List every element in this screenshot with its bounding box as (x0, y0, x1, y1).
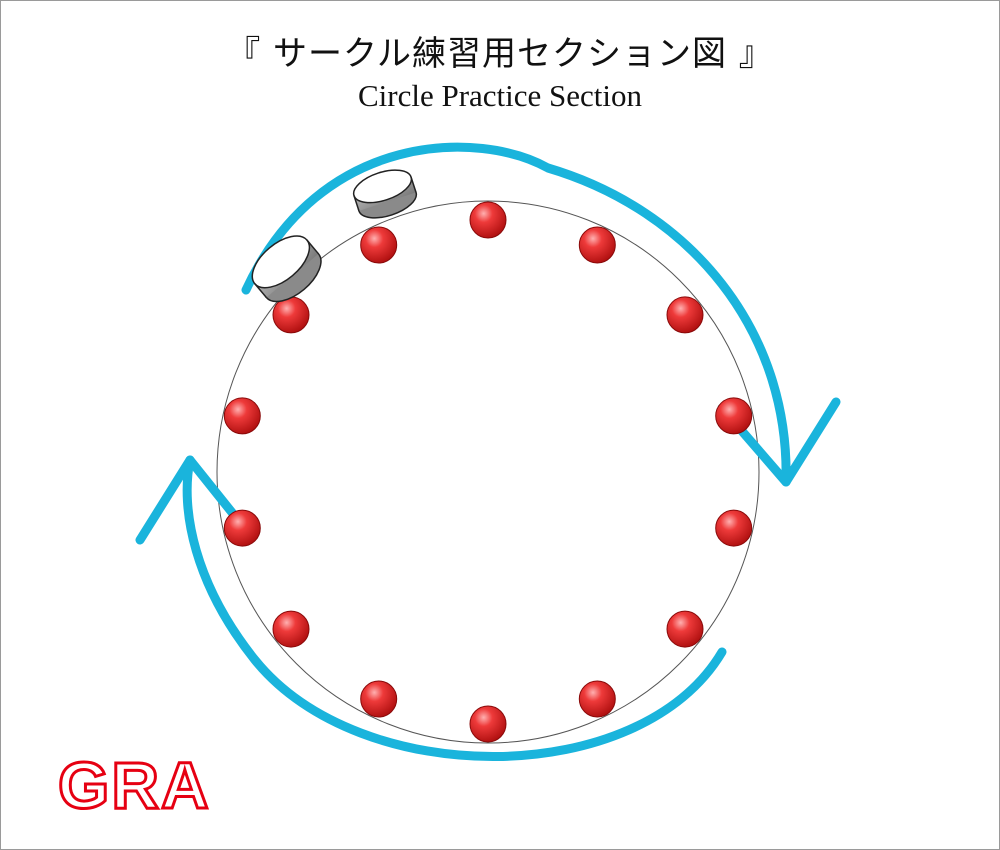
marker-ball (272, 296, 310, 334)
marker-ball (578, 226, 616, 264)
puck-lower (251, 235, 322, 303)
marker-ball (272, 610, 310, 648)
marker-ball (666, 610, 704, 648)
marker-ball (360, 680, 398, 718)
marker-ball (360, 226, 398, 264)
marker-ball (223, 509, 261, 547)
marker-ball (469, 201, 507, 239)
marker-ball (715, 509, 753, 547)
title-english: Circle Practice Section (357, 78, 643, 113)
marker-ball (223, 397, 261, 435)
gra-logo: GRA (57, 748, 211, 822)
marker-group (223, 201, 753, 743)
marker-ball (578, 680, 616, 718)
title-japanese: 『 サークル練習用セクション図 』 (226, 34, 774, 74)
arrow-bottom-left (135, 455, 727, 761)
guide-circle (216, 200, 760, 744)
marker-ball (666, 296, 704, 334)
arrow-top-right (241, 142, 841, 487)
marker-ball (469, 705, 507, 743)
puck-upper (352, 169, 418, 219)
marker-ball (715, 397, 753, 435)
